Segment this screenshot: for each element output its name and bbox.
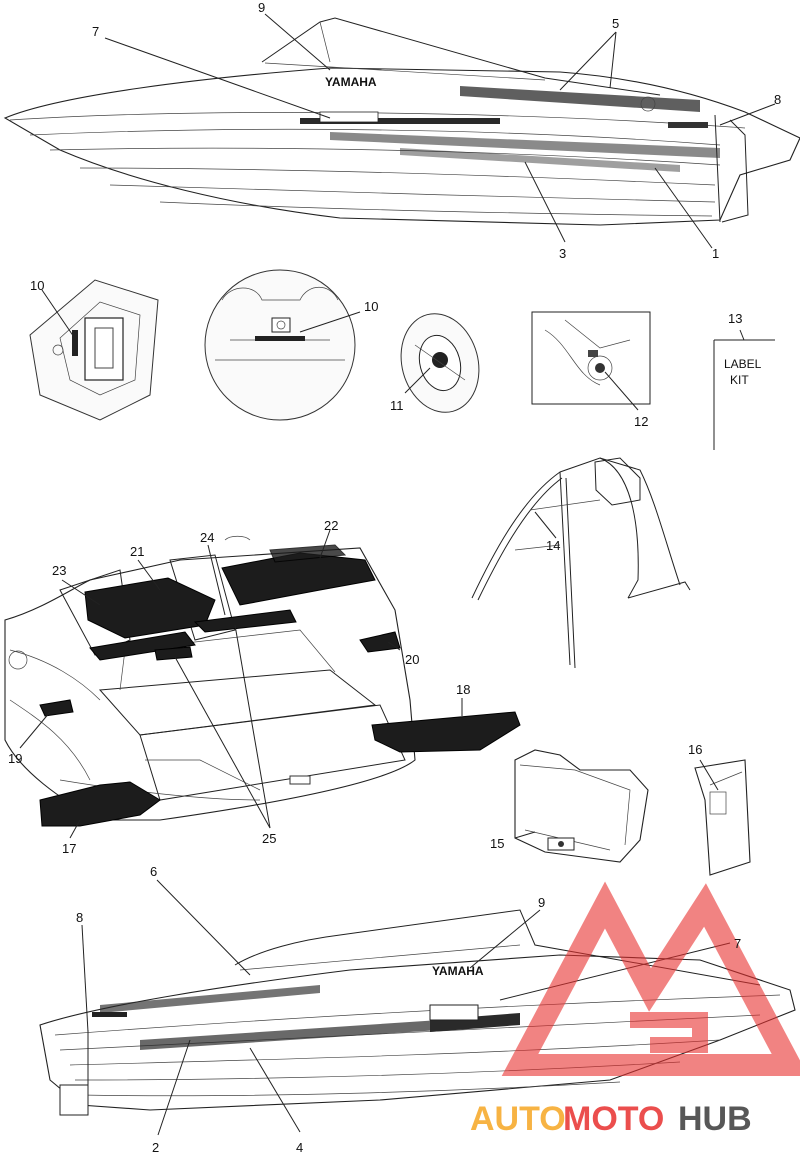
callout-17: 17 [62,841,76,856]
callout-2: 2 [152,1140,159,1155]
callout-19: 19 [8,751,22,766]
mat-pieces [39,544,521,827]
callout-4: 4 [296,1140,303,1155]
callout-23: 23 [52,563,66,578]
callout-13: 13 [728,311,742,326]
callout-7-bottom: 7 [734,936,741,951]
autohub-watermark-logo: AUTO MOTO HUB [470,881,800,1138]
callout-24: 24 [200,530,214,545]
callout-15: 15 [490,836,504,851]
callout-8-bottom: 8 [76,910,83,925]
callout-labels: 1 2 3 4 5 6 7 7 8 8 9 9 10 10 11 12 13 L… [8,0,781,1155]
side-panel-piece [694,759,751,876]
callout-6: 6 [150,864,157,879]
label-kit-line2: KIT [730,373,749,387]
callout-10-right: 10 [364,299,378,314]
callout-21: 21 [130,544,144,559]
brand-decal-bottom: YAMAHA [432,964,484,978]
callout-22: 22 [324,518,338,533]
bottom-boat-leaders [81,879,731,1136]
callout-11: 11 [390,398,404,413]
callout-9-bottom: 9 [538,895,545,910]
callout-16: 16 [688,742,702,757]
label-kit-item [713,329,775,450]
callout-8-top: 8 [774,92,781,107]
bow-detail-right [204,269,361,421]
watermark-text-hub: HUB [678,1100,752,1138]
callout-10-left: 10 [30,278,44,293]
callout-7-top: 7 [92,24,99,39]
callout-3: 3 [559,246,566,261]
callout-18: 18 [456,682,470,697]
callout-1: 1 [712,246,719,261]
label-kit-line1: LABEL [724,357,762,371]
watermark-text-auto: AUTO [470,1100,566,1138]
callout-20: 20 [405,652,419,667]
callout-14: 14 [546,538,560,553]
bow-detail-left [29,279,159,421]
watermark-text-moto: MOTO [563,1100,664,1138]
side-liner-panel [514,749,649,863]
steering-wheel-detail [400,313,480,413]
dash-panel-detail [531,311,651,411]
top-boat-leaders [104,13,776,249]
callout-25: 25 [262,831,276,846]
callout-5: 5 [612,16,619,31]
tower-frame [471,457,691,669]
interior-leaders [19,529,463,839]
brand-decal-top: YAMAHA [325,75,377,89]
callout-12: 12 [634,414,648,429]
callout-9-top: 9 [258,0,265,15]
boat-side-view-top: YAMAHA [3,17,800,226]
